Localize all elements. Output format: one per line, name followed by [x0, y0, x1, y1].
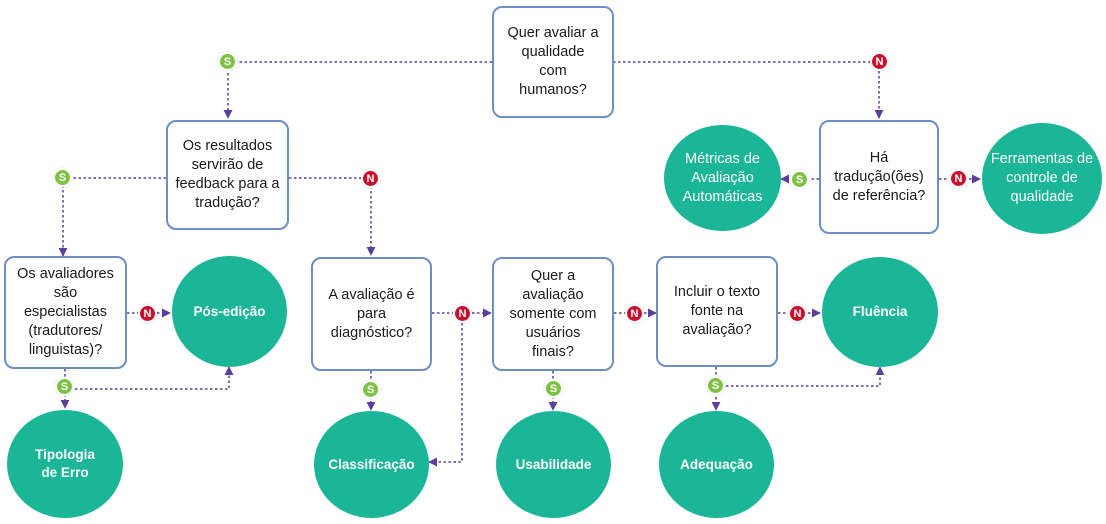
decision-feedback-for-translation: Os resultados servirão de feedback para … [166, 120, 289, 230]
no-badge: N [870, 52, 889, 71]
no-badge: N [453, 304, 472, 323]
edge-feedback-yes [58, 177, 166, 257]
edge-specialists-yes-postedit [65, 366, 234, 390]
decision-end-users-only: Quer a avaliação somente com usuários fi… [492, 257, 614, 371]
decision-quality-with-humans: Quer avaliar a qualidade com humanos? [492, 6, 614, 118]
yes-badge: S [218, 52, 237, 71]
yes-badge: S [55, 377, 74, 396]
edge-humans-yes [223, 61, 492, 119]
no-badge: N [138, 304, 157, 323]
yes-badge: S [790, 170, 809, 189]
decision-diagnostic-evaluation: A avaliação é para diagnóstico? [311, 257, 432, 371]
edge-humans-no [613, 61, 884, 119]
result-error-typology: Tipologia de Erro [7, 410, 123, 518]
no-badge: N [361, 169, 380, 188]
no-badge: N [788, 304, 807, 323]
yes-badge: S [361, 380, 380, 399]
edge-source-yes-fluency [716, 366, 885, 387]
result-classification: Classificação [314, 411, 429, 518]
result-usability: Usabilidade [496, 411, 611, 518]
yes-badge: S [544, 379, 563, 398]
no-badge: N [625, 304, 644, 323]
result-quality-control-tools: Ferramentas de controle de qualidade [982, 123, 1102, 234]
yes-badge: S [53, 168, 72, 187]
yes-badge: S [706, 376, 725, 395]
result-automatic-metrics: Métricas de Avaliação Automáticas [664, 125, 781, 231]
edge-feedback-no [289, 177, 376, 256]
decision-include-source-text: Incluir o texto fonte na avaliação? [656, 256, 778, 367]
decision-reference-translation: Há tradução(ões) de referência? [819, 120, 939, 234]
no-badge: N [949, 169, 968, 188]
result-adequacy: Adequação [659, 411, 774, 518]
decision-specialist-evaluators: Os avaliadores são especialistas (tradut… [4, 256, 127, 369]
edge-diagnostic-no-classification [428, 313, 463, 467]
result-fluency: Fluência [822, 257, 938, 367]
result-post-editing: Pós-edição [172, 256, 287, 367]
